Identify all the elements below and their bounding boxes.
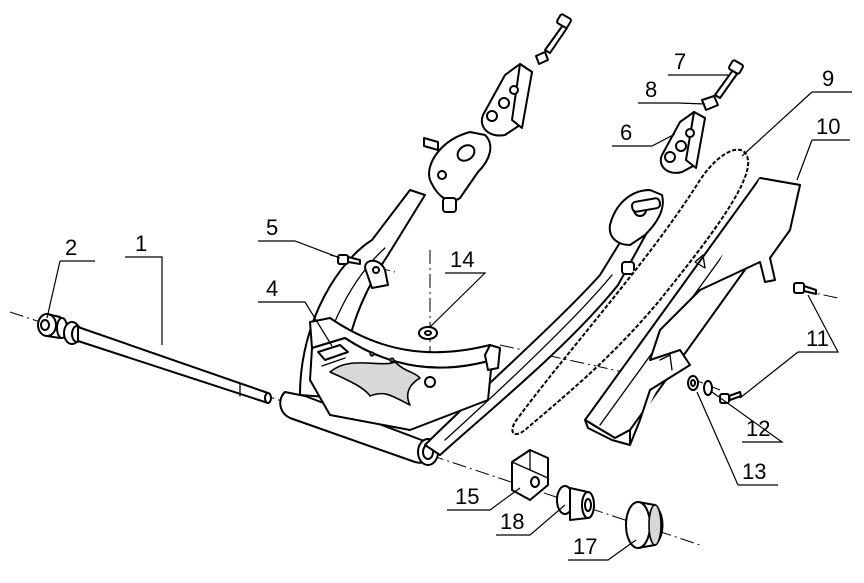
part-2-bushing [37, 313, 68, 339]
leader-lines [46, 74, 852, 561]
part-18-flanged-nut [556, 485, 595, 521]
callout-11: 11 [806, 326, 829, 351]
part-15-block [511, 449, 549, 501]
part-6-bracket-plate [659, 111, 706, 174]
upper-left-plate-assembly [480, 13, 572, 137]
part-17-roller [625, 501, 664, 549]
callout-1: 1 [135, 231, 147, 256]
part-11-bolts [719, 282, 817, 404]
swingarm-frame [279, 131, 664, 466]
callout-12: 12 [746, 416, 770, 441]
callout-10: 10 [816, 114, 840, 139]
part-12-washer [703, 380, 713, 396]
callout-13: 13 [742, 459, 766, 484]
part-8-nut [701, 95, 719, 111]
callout-6: 6 [620, 120, 632, 145]
callout-labels: 1 2 4 5 6 7 8 9 10 11 12 13 14 15 17 18 [65, 49, 840, 559]
part-13-nut [687, 375, 699, 391]
callout-14: 14 [450, 247, 474, 272]
callout-17: 17 [573, 534, 597, 559]
callout-5: 5 [266, 215, 278, 240]
callout-15: 15 [455, 484, 479, 509]
part-5-bolt [337, 254, 361, 265]
callout-8: 8 [645, 77, 657, 102]
callout-9: 9 [822, 66, 834, 91]
part-9-chain [511, 148, 750, 436]
part-1-pivot-axle [63, 321, 272, 404]
part-7-bolt [714, 59, 744, 99]
callout-7: 7 [674, 49, 686, 74]
part-4-clip [317, 344, 349, 367]
callout-2: 2 [65, 235, 77, 260]
part-14-washer [418, 326, 438, 340]
callout-4: 4 [266, 276, 278, 301]
callout-18: 18 [500, 509, 524, 534]
part-10-chain-guard [584, 177, 801, 446]
